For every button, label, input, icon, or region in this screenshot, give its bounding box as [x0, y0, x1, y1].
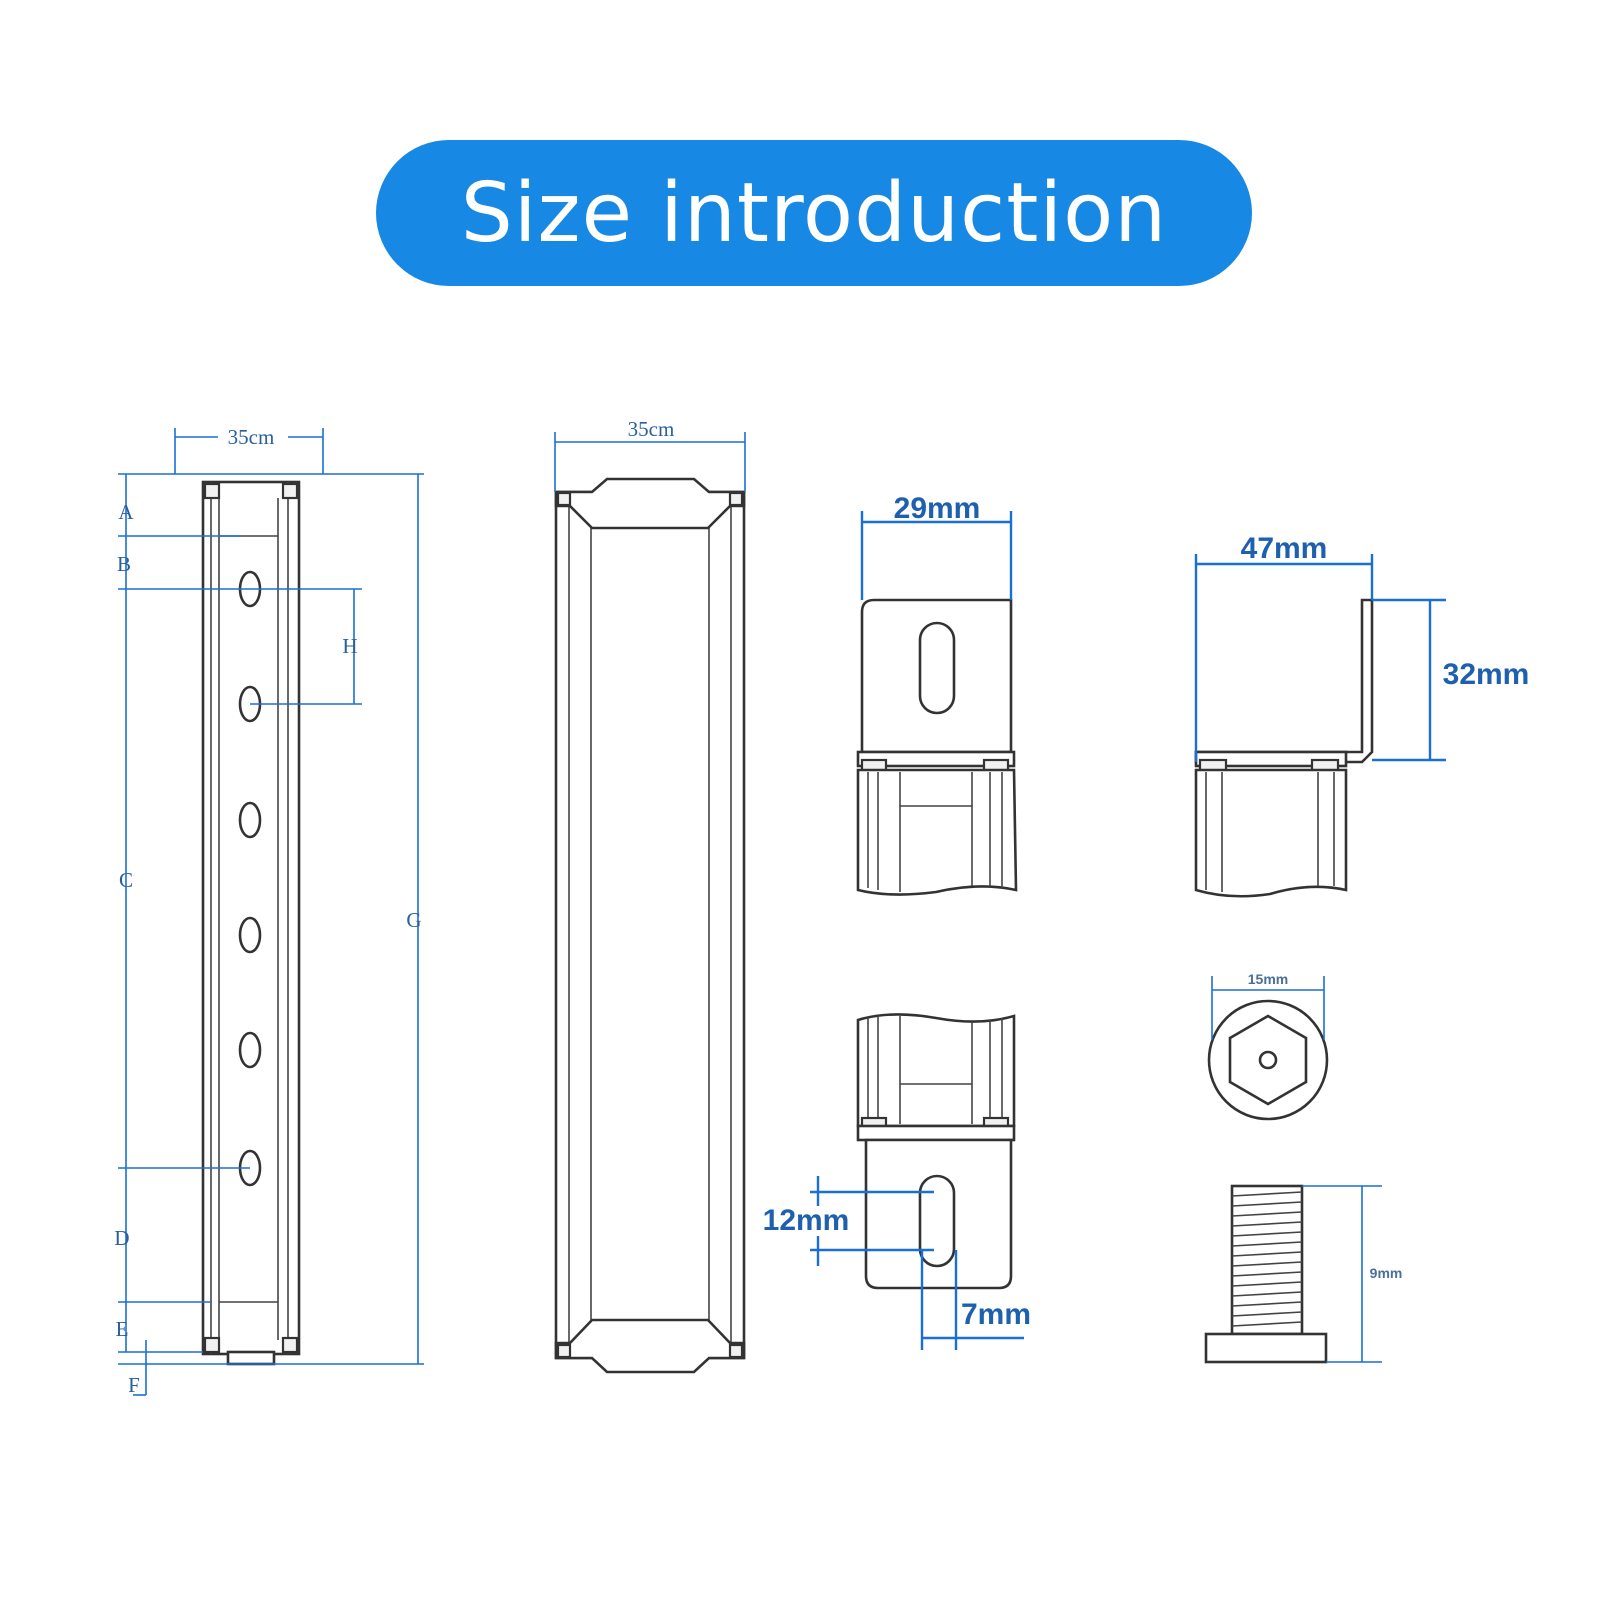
hex-nut-dimensions: 15mm	[1211, 971, 1325, 1040]
dimension-letter-h: H	[342, 634, 357, 658]
dimension-letter-d: D	[114, 1226, 129, 1250]
rail-front-dimensions: 35cm	[554, 417, 746, 492]
rail-hole	[238, 1031, 262, 1069]
clamp-bottom-slot-width-label: 7mm	[961, 1298, 1031, 1331]
l-bracket-plate	[1194, 598, 1374, 764]
rail-corner-block	[203, 482, 221, 500]
title-text: Size introduction	[460, 165, 1168, 261]
rail-front-top-cap	[554, 477, 746, 530]
hex-nut	[1207, 999, 1329, 1121]
rail-front-body	[554, 490, 746, 1360]
clamp-top	[856, 598, 1018, 896]
clamp-top-dimensions: 29mm	[860, 492, 1013, 600]
dimension-letter-b: B	[117, 552, 131, 576]
l-bracket	[1194, 598, 1374, 898]
clamp-bottom-dimensions: 12mm 7mm	[763, 1176, 1031, 1350]
l-bracket-width-label: 47mm	[1241, 532, 1328, 565]
hex-nut-diameter-label: 15mm	[1248, 971, 1288, 987]
clamp-top-base	[856, 750, 1016, 768]
hex-nut-center-hole	[1258, 1050, 1278, 1070]
rail-side-width-label: 35cm	[228, 425, 275, 449]
bolt-length-label: 9mm	[1370, 1265, 1403, 1281]
dimension-letter-g: G	[406, 908, 421, 932]
rail-hole	[238, 801, 262, 839]
l-bracket-height-label: 32mm	[1443, 658, 1530, 691]
rail-side-dimensions: 35cm A B C D E F G H	[114, 425, 424, 1397]
clamp-bottom-base	[856, 1124, 1016, 1142]
clamp-bottom-profile	[856, 1013, 1016, 1128]
rail-side-view	[201, 480, 301, 1366]
bolt-head	[1204, 1332, 1328, 1364]
bolt	[1204, 1184, 1328, 1364]
clamp-bottom	[856, 1013, 1016, 1290]
rail-end-cap	[226, 1350, 276, 1366]
rail-corner-block	[281, 482, 299, 500]
l-bracket-profile	[1194, 768, 1348, 898]
clamp-top-profile	[856, 768, 1018, 896]
dimension-letter-c: C	[119, 868, 133, 892]
clamp-bottom-slot	[918, 1174, 956, 1268]
title-banner: Size introduction	[376, 140, 1252, 286]
l-bracket-dimensions: 47mm 32mm	[1194, 532, 1530, 762]
dimension-letter-f: F	[128, 1373, 140, 1397]
clamp-top-slot	[918, 621, 956, 715]
rail-corner-block	[203, 1336, 221, 1354]
dimension-letter-e: E	[116, 1317, 129, 1341]
rail-hole	[238, 916, 262, 954]
rail-front-width-label: 35cm	[628, 417, 675, 441]
rail-corner-block	[281, 1336, 299, 1354]
clamp-top-width-label: 29mm	[894, 492, 981, 525]
rail-front-bottom-cap	[554, 1318, 746, 1374]
rail-front-view	[554, 477, 746, 1374]
bolt-dimensions: 9mm	[1302, 1185, 1403, 1363]
dimension-letter-a: A	[118, 500, 134, 524]
bolt-threads	[1231, 1191, 1303, 1327]
clamp-bottom-slot-length-label: 12mm	[763, 1204, 850, 1237]
